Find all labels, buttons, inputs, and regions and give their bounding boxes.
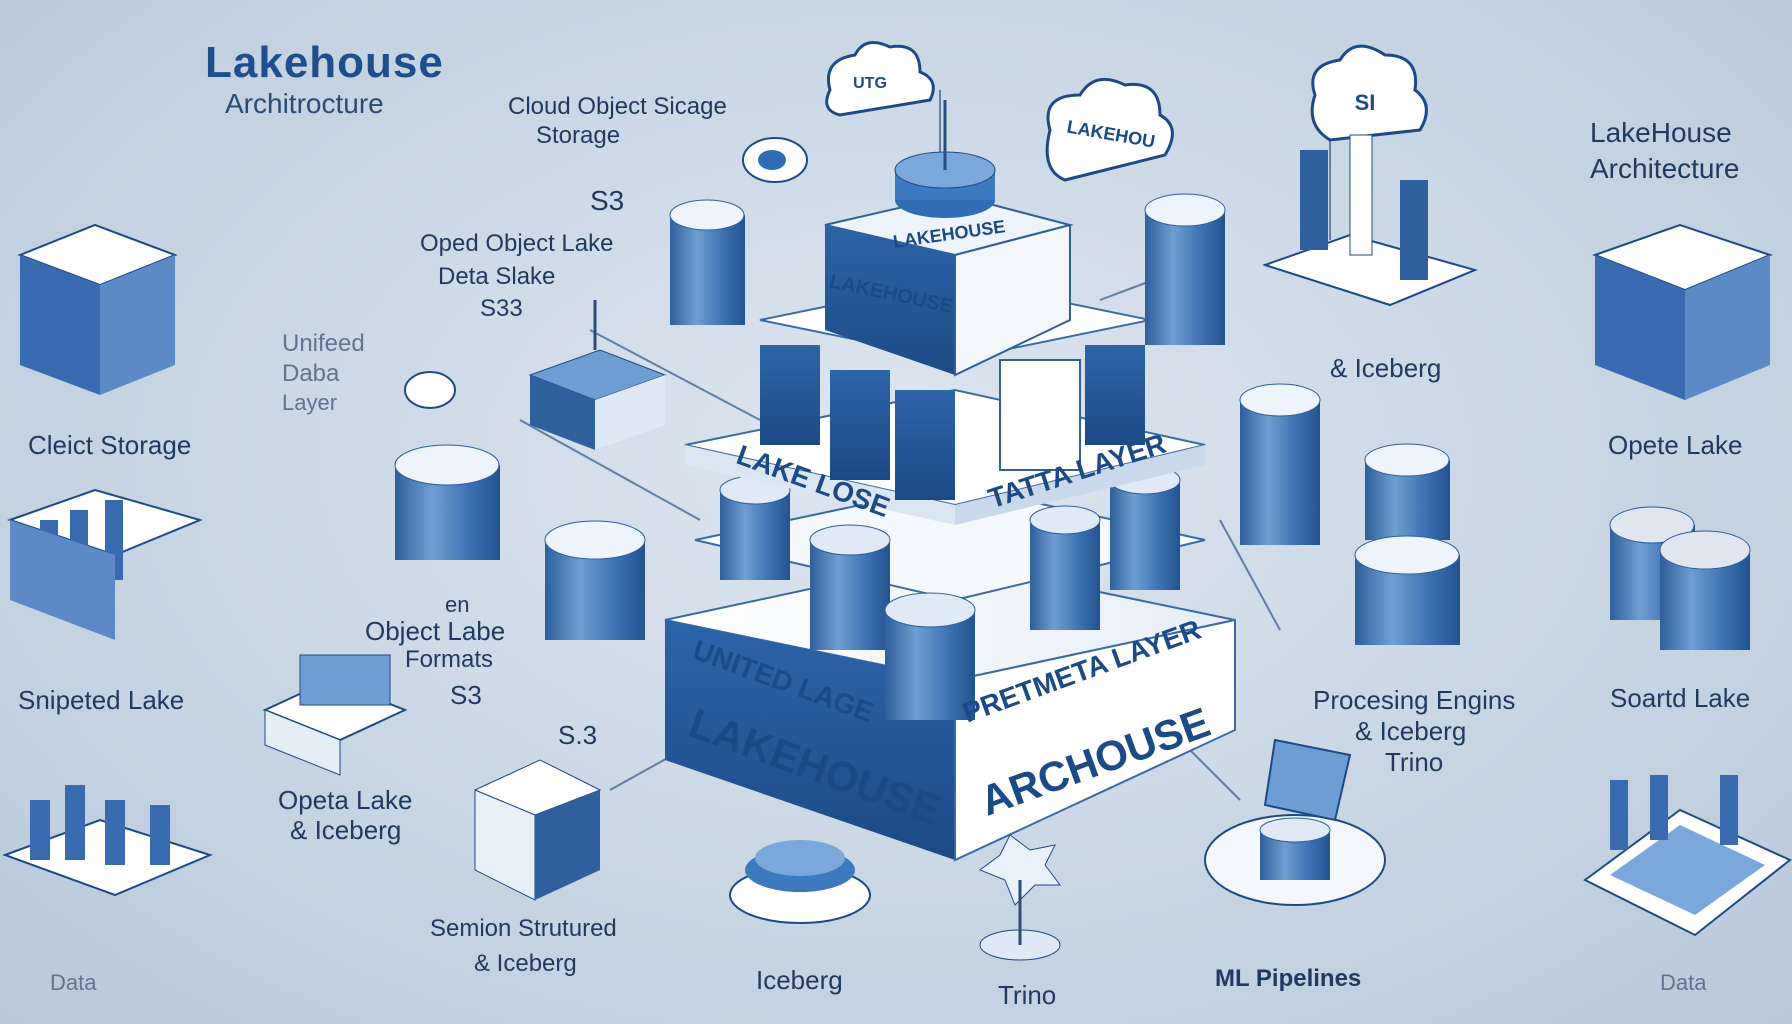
label-cleict-storage: Cleict Storage [28, 430, 192, 460]
left-server-block-3 [2, 785, 213, 897]
label-data-right: Data [1660, 970, 1707, 995]
label-iceberg-sem: & Iceberg [474, 950, 577, 977]
label-trino-bottom: Trino [998, 980, 1057, 1010]
bottom-disc-icon [729, 840, 871, 924]
central-stack [664, 100, 1236, 862]
cloud-left-label: UTG [853, 75, 887, 92]
document-stack-icon [473, 759, 602, 901]
left-server-block-2 [6, 488, 204, 640]
cloud-middle [1045, 77, 1174, 182]
connector-lines [519, 90, 1331, 801]
left-server-block-1 [17, 223, 178, 395]
label-unifeed: Unifeed [282, 330, 365, 357]
right-mid-cylinders [1144, 193, 1460, 645]
label-opete-lake: Opete Lake [1608, 430, 1743, 460]
label-en: en [445, 592, 470, 617]
label-s33: S33 [480, 295, 523, 322]
label-deta-slake: Deta Slake [438, 263, 556, 290]
cloud-right-label: SI [1355, 90, 1376, 115]
label-iceberg-left: & Iceberg [290, 815, 402, 845]
right-map-platform [1583, 775, 1792, 937]
right-server-block-1 [1592, 223, 1773, 400]
cloud-left [825, 41, 935, 117]
cloud-right [1310, 44, 1428, 142]
right-header-line2: Architecture [1590, 153, 1740, 184]
truck-icon [262, 654, 408, 776]
trino-icon [978, 834, 1061, 961]
label-storage: Storage [536, 122, 621, 149]
header-subtitle: Architrocture [225, 88, 384, 119]
right-cylinders [1609, 506, 1751, 650]
ml-pipeline-icon [1204, 738, 1386, 906]
label-layer: Layer [282, 390, 338, 415]
right-platform [1261, 134, 1479, 307]
label-semion-structured: Semion Strutured [430, 915, 617, 942]
label-s3-mid: S3 [450, 680, 482, 710]
label-opeta-lake-left: Opeta Lake [278, 785, 413, 815]
upper-tier-boxes [760, 345, 1145, 500]
label-iceberg-right-top: & Iceberg [1330, 353, 1442, 383]
label-iceberg-bottom: Iceberg [756, 965, 843, 995]
label-soartd-lake: Soartd Lake [1610, 683, 1751, 713]
left-mid-cylinders [394, 137, 808, 640]
label-oped-object: Oped Object Lake [420, 230, 614, 257]
label-s3-top: S3 [590, 185, 625, 216]
header-title: Lakehouse [205, 38, 444, 87]
label-snipeted-lake: Snipeted Lake [18, 685, 185, 715]
label-ml-pipelines: ML Pipelines [1215, 965, 1362, 992]
label-daba: Daba [282, 360, 340, 387]
label-trino-proc: Trino [1385, 747, 1444, 777]
stack-cylinders [719, 465, 1181, 720]
label-data-left: Data [50, 970, 97, 995]
label-cloud-object: Cloud Object Sicage [508, 93, 727, 120]
left-mid-box [528, 300, 667, 450]
label-iceberg-proc: & Iceberg [1355, 716, 1467, 746]
label-procesing: Procesing Engins [1313, 685, 1516, 715]
label-s3-small: S.3 [558, 720, 598, 750]
right-header-line1: LakeHouse [1590, 117, 1732, 148]
label-formats: Formats [405, 646, 494, 673]
label-object-labe: Object Labe [365, 616, 506, 646]
